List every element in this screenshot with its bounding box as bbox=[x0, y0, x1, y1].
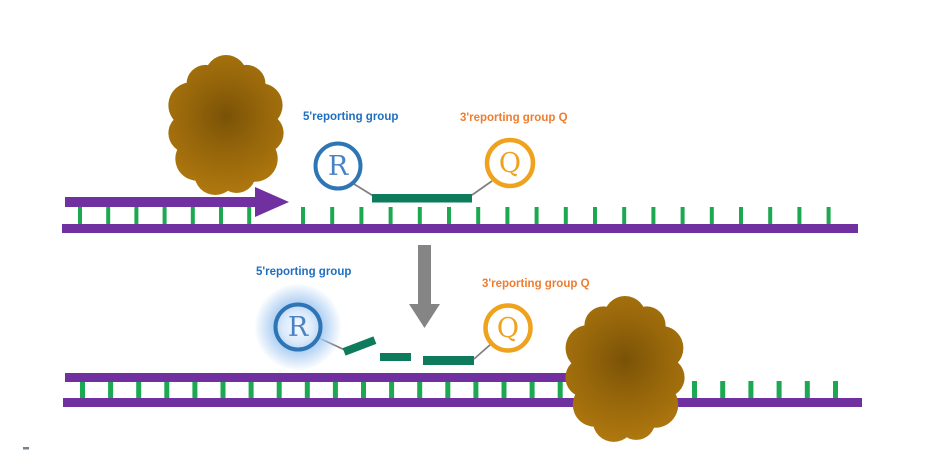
template-strand-bottom bbox=[63, 398, 862, 407]
base-tick bbox=[692, 381, 697, 398]
reporter-symbol-top: R bbox=[328, 151, 349, 182]
base-tick bbox=[361, 382, 366, 398]
bottom-panel: R Q 5'reporting group 3'reporting group … bbox=[63, 266, 862, 442]
base-tick bbox=[557, 382, 563, 398]
base-tick bbox=[276, 382, 282, 398]
primer-strand-top bbox=[65, 197, 257, 207]
down-arrow-shaft bbox=[418, 245, 431, 306]
base-tick bbox=[80, 382, 85, 398]
base-tick bbox=[136, 382, 142, 398]
quencher-label-top: 3'reporting group Q bbox=[460, 112, 568, 124]
probe-fragment-2 bbox=[380, 353, 411, 361]
reporter-probe-linker-top bbox=[353, 183, 376, 198]
base-tick bbox=[106, 207, 111, 224]
quencher-symbol-top: Q bbox=[499, 148, 521, 179]
base-tick bbox=[447, 207, 451, 224]
base-tick bbox=[739, 207, 743, 224]
reporter-symbol-bottom: R bbox=[288, 312, 309, 343]
probe-fragment-1 bbox=[342, 336, 377, 356]
base-tick bbox=[162, 207, 167, 224]
stray-mark bbox=[23, 447, 29, 450]
base-tick bbox=[247, 207, 252, 224]
base-pair-rungs-bottom bbox=[80, 382, 563, 398]
probe-fragment-3 bbox=[423, 356, 474, 365]
base-tick bbox=[134, 207, 139, 224]
base-tick bbox=[473, 382, 479, 398]
base-tick bbox=[219, 207, 223, 224]
polymerase-enzyme-top bbox=[168, 55, 284, 195]
template-strand-top bbox=[62, 224, 858, 233]
reporter-label-bottom: 5'reporting group bbox=[256, 266, 351, 278]
quencher-circle-top bbox=[484, 137, 536, 189]
quencher-probe-linker-top bbox=[471, 180, 493, 196]
base-tick bbox=[720, 381, 726, 398]
base-tick bbox=[359, 207, 364, 224]
down-arrow-head bbox=[409, 304, 440, 328]
base-tick bbox=[680, 207, 685, 224]
base-tick bbox=[804, 381, 810, 398]
base-tick bbox=[332, 382, 338, 398]
base-tick bbox=[304, 382, 310, 398]
base-tick bbox=[190, 207, 195, 224]
base-tick bbox=[108, 382, 114, 398]
synthesized-strand-bottom bbox=[65, 373, 600, 382]
quencher-label-bottom: 3'reporting group Q bbox=[482, 278, 590, 290]
enzyme-lobe bbox=[584, 306, 623, 345]
base-tick bbox=[78, 207, 82, 224]
base-tick bbox=[301, 207, 305, 224]
base-tick bbox=[417, 382, 423, 398]
base-tick bbox=[529, 382, 535, 398]
base-tick bbox=[330, 207, 335, 224]
polymerase-enzyme-bottom bbox=[565, 296, 685, 442]
base-pair-rungs-top bbox=[78, 207, 252, 224]
enzyme-lobe bbox=[186, 64, 225, 103]
base-tick bbox=[417, 207, 422, 224]
base-tick bbox=[622, 207, 627, 224]
reaction-step-arrow bbox=[409, 245, 440, 328]
base-tick bbox=[826, 207, 831, 224]
top-panel: R Q 5'reporting group 3'reporting group … bbox=[62, 55, 858, 233]
base-tick bbox=[563, 207, 568, 224]
template-base-ticks-bottom bbox=[692, 381, 838, 398]
base-tick bbox=[748, 381, 754, 398]
primer-extension-arrowhead bbox=[255, 187, 289, 217]
base-tick bbox=[651, 207, 656, 224]
base-tick bbox=[388, 207, 393, 224]
base-tick bbox=[248, 382, 254, 398]
quencher-circle-bottom bbox=[483, 303, 533, 353]
reporter-label-top: 5'reporting group bbox=[303, 111, 398, 123]
template-base-ticks-top bbox=[301, 207, 831, 224]
base-tick bbox=[833, 381, 838, 398]
base-tick bbox=[709, 207, 714, 224]
base-tick bbox=[768, 207, 773, 224]
quencher-fragment-linker-bottom bbox=[473, 343, 492, 360]
base-tick bbox=[797, 207, 802, 224]
base-tick bbox=[501, 382, 507, 398]
enzyme-lobe bbox=[639, 326, 684, 370]
probe-oligo-top bbox=[372, 194, 472, 203]
base-tick bbox=[476, 207, 481, 224]
base-tick bbox=[389, 382, 395, 398]
base-tick bbox=[776, 381, 782, 398]
quencher-symbol-bottom: Q bbox=[497, 313, 519, 344]
base-tick bbox=[534, 207, 539, 224]
base-tick bbox=[164, 382, 170, 398]
base-tick bbox=[505, 207, 510, 224]
reporter-circle-top bbox=[313, 141, 363, 191]
base-tick bbox=[220, 382, 226, 398]
base-tick bbox=[593, 207, 597, 224]
reporter-circle-bottom bbox=[273, 302, 323, 352]
base-tick bbox=[192, 382, 198, 398]
base-tick bbox=[445, 382, 451, 398]
